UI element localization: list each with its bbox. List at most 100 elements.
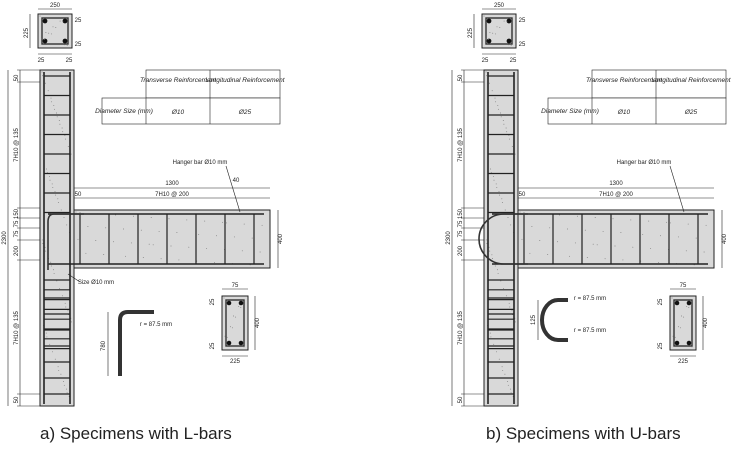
concrete-speckle — [507, 44, 509, 46]
concrete-speckle — [67, 146, 69, 148]
concrete-speckle — [63, 217, 65, 218]
concrete-speckle — [489, 250, 491, 252]
column-section-concrete — [37, 13, 73, 49]
concrete-speckle — [142, 257, 144, 258]
concrete-speckle — [486, 75, 488, 77]
column-concrete — [39, 69, 75, 407]
concrete-speckle — [648, 220, 650, 222]
concrete-speckle — [494, 33, 496, 35]
concrete-speckle — [502, 120, 504, 121]
concrete-speckle — [150, 217, 152, 218]
concrete-speckle — [507, 217, 509, 218]
concrete-speckle — [55, 194, 57, 196]
concrete-speckle — [64, 134, 66, 136]
concrete-speckle — [630, 219, 632, 221]
concrete-speckle — [497, 272, 499, 274]
concrete-speckle — [488, 82, 490, 84]
concrete-speckle — [160, 258, 162, 260]
concrete-speckle — [198, 233, 200, 235]
leader-hanger — [669, 165, 685, 213]
concrete-speckle — [241, 250, 243, 252]
beam-section-rebar — [674, 300, 680, 306]
concrete-speckle — [79, 212, 81, 214]
beam-concrete — [517, 209, 715, 269]
dim-beam-section-cover-top: 25 — [658, 298, 664, 305]
concrete-speckle — [642, 233, 644, 235]
concrete-speckle — [259, 251, 261, 253]
concrete-speckle — [500, 280, 502, 282]
leader-hanger — [225, 165, 241, 213]
beam-concrete — [73, 209, 271, 269]
concrete-speckle — [56, 116, 58, 118]
concrete-speckle — [531, 226, 533, 228]
caption-right: b) Specimens with U-bars — [486, 424, 681, 443]
concrete-speckle — [612, 218, 614, 220]
concrete-speckle — [125, 255, 126, 257]
concrete-speckle — [496, 351, 497, 353]
concrete-speckle — [510, 392, 512, 394]
concrete-speckle — [39, 15, 41, 17]
table-row-box — [547, 97, 727, 125]
concrete-speckle — [240, 307, 242, 309]
dim-column-j3: 75 — [14, 230, 20, 237]
concrete-speckle — [59, 20, 61, 22]
dim-beam-stirrups: 7H10 @ 200 — [155, 192, 189, 198]
dim-column-j2: 75 — [458, 220, 464, 227]
u-radius-2: r = 87.5 mm — [574, 328, 606, 334]
concrete-speckle — [42, 243, 44, 245]
concrete-speckle — [123, 228, 124, 230]
concrete-speckle — [507, 381, 509, 383]
concrete-speckle — [50, 33, 52, 35]
dim-col-section-width: 250 — [50, 3, 61, 9]
dim-column-j1: 150 — [14, 208, 20, 219]
concrete-speckle — [501, 198, 503, 200]
concrete-speckle — [49, 343, 51, 345]
dim-col-section-height: 225 — [468, 27, 474, 38]
dim-column-total: 2300 — [2, 231, 8, 245]
beam-section-stirrup — [673, 299, 693, 347]
dim-beam-depth: 400 — [722, 233, 728, 244]
dim-col-cover-bottom-left: 25 — [38, 58, 45, 64]
concrete-speckle — [677, 236, 679, 238]
dim-column-top-end: 50 — [14, 74, 20, 81]
concrete-speckle — [485, 239, 487, 241]
concrete-speckle — [132, 215, 134, 217]
column-concrete — [483, 69, 519, 407]
concrete-speckle — [48, 32, 50, 34]
concrete-speckle — [497, 108, 499, 110]
concrete-speckle — [495, 101, 497, 103]
dim-l-leg-text: 780 — [101, 340, 107, 351]
concrete-speckle — [66, 44, 68, 46]
concrete-speckle — [499, 27, 501, 28]
dim-col-cover-right-bottom: 25 — [75, 42, 82, 48]
concrete-speckle — [130, 242, 132, 244]
concrete-speckle — [703, 251, 705, 253]
concrete-speckle — [503, 123, 505, 125]
concrete-speckle — [681, 315, 682, 317]
concrete-speckle — [672, 335, 674, 337]
u-bar-detail — [540, 298, 568, 342]
concrete-speckle — [683, 316, 685, 318]
concrete-speckle — [206, 247, 208, 249]
concrete-speckle — [105, 227, 107, 229]
concrete-speckle — [547, 254, 549, 255]
concrete-speckle — [178, 259, 180, 261]
column-section-concrete — [481, 13, 517, 49]
table-row-label: Diameter Size (mm) — [541, 108, 599, 115]
concrete-speckle — [493, 343, 495, 345]
concrete-speckle — [54, 190, 56, 192]
concrete-speckle — [52, 187, 54, 189]
concrete-speckle — [584, 229, 586, 231]
concrete-speckle — [57, 202, 59, 204]
concrete-speckle — [243, 346, 245, 348]
concrete-speckle — [492, 258, 493, 259]
concrete-speckle — [677, 326, 679, 328]
beam-section-rebar — [226, 340, 232, 346]
concrete-speckle — [500, 116, 502, 118]
concrete-speckle — [148, 243, 150, 245]
dim-beam-stirrups: 7H10 @ 200 — [599, 192, 633, 198]
dim-beam-start: 50 — [519, 192, 526, 198]
dim-column-j4: 200 — [458, 245, 464, 256]
concrete-speckle — [523, 212, 525, 214]
beam-section-rebar — [238, 300, 244, 306]
